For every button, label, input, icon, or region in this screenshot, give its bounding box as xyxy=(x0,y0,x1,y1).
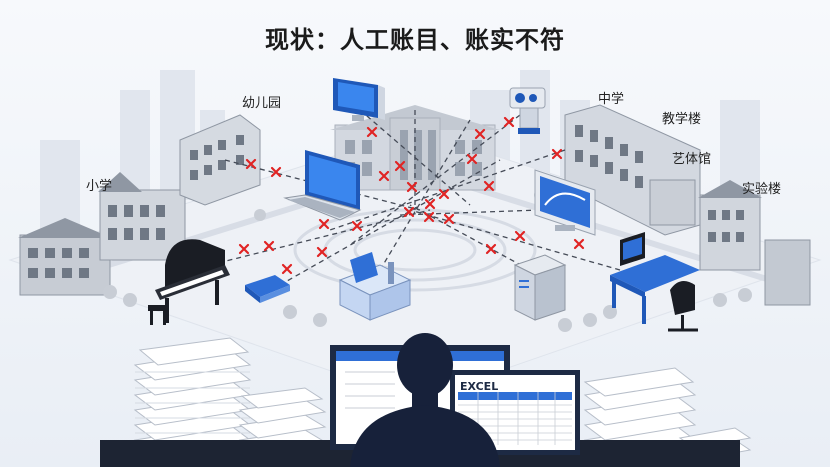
server-icon xyxy=(513,254,567,321)
piano-icon xyxy=(148,239,230,325)
label-art-gym: 艺体馆 xyxy=(672,152,712,167)
label-middle-school: 中学 xyxy=(598,92,625,107)
error-cross-marks xyxy=(238,116,585,275)
page-title: 现状：人工账目、账实不符 xyxy=(265,26,565,54)
camera-icon xyxy=(509,87,546,134)
lab-building xyxy=(698,180,811,306)
kindergarten-building xyxy=(179,114,261,206)
equipment-icon xyxy=(245,275,290,303)
label-teaching-building: 教学楼 xyxy=(662,112,702,127)
office-desk-icon xyxy=(610,232,700,332)
machine-icon xyxy=(338,252,412,321)
person-silhouette xyxy=(350,333,500,467)
primary-school-building xyxy=(18,172,186,296)
label-primary-school: 小学 xyxy=(86,179,113,194)
excel-screen-label: EXCEL xyxy=(460,380,499,393)
middle-school-building xyxy=(564,104,701,236)
label-lab-building: 实验楼 xyxy=(742,182,782,197)
monitor-icon xyxy=(333,78,385,121)
laptop-icon xyxy=(283,150,362,221)
label-kindergarten: 幼儿园 xyxy=(242,96,282,111)
display-screen-icon xyxy=(534,169,596,236)
